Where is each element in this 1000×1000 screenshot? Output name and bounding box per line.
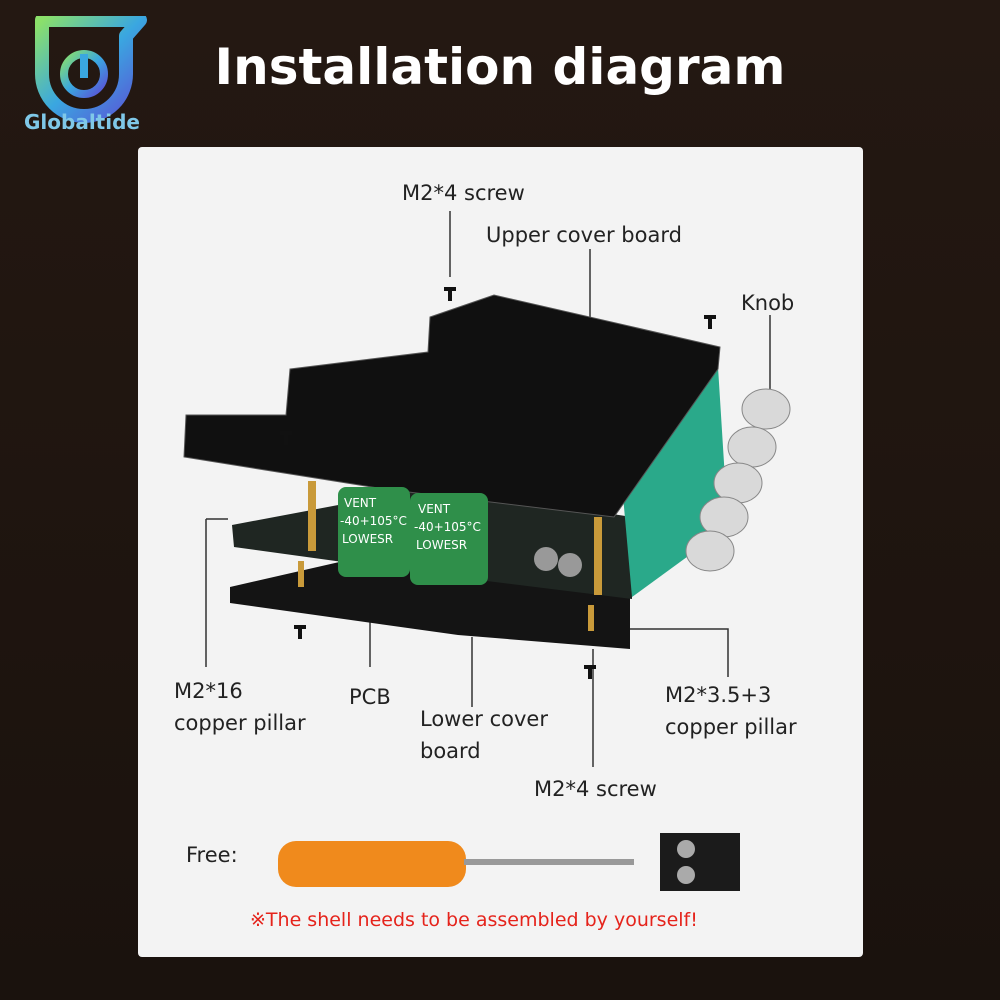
screwdriver (278, 841, 634, 887)
cap-temp-text: -40+105°C (340, 514, 407, 528)
cap2-lowesr-text: LOWESR (416, 538, 467, 552)
brand-logo-icon (35, 16, 147, 123)
warning-text: ※The shell needs to be assembled by your… (250, 909, 698, 931)
label-pcb: PCB (349, 685, 391, 709)
page-title: Installation diagram (214, 38, 786, 96)
label-pillar16-line1: M2*16 (174, 679, 243, 703)
cap2-temp-text: -40+105°C (414, 520, 481, 534)
screws (280, 287, 716, 679)
cap-lowesr-text: LOWESR (342, 532, 393, 546)
label-lower-cover-line1: Lower cover (420, 707, 548, 731)
label-knob: Knob (741, 291, 795, 315)
label-pillar35-line2: copper pillar (665, 715, 797, 739)
amplifier-board-illustration: VENT -40+105°C LOWESR VENT -40+105°C LOW… (183, 211, 791, 891)
label-pillar35-line1: M2*3.5+3 (665, 683, 772, 707)
copper-pillars (298, 481, 602, 631)
label-pillar16-line2: copper pillar (174, 711, 306, 735)
cap-vent-text: VENT (344, 496, 377, 510)
cap2-vent-text: VENT (418, 502, 451, 516)
capacitors: VENT -40+105°C LOWESR VENT -40+105°C LOW… (338, 487, 582, 585)
label-free: Free: (186, 843, 238, 867)
label-lower-cover-line2: board (420, 739, 481, 763)
upper-cover-board (184, 295, 720, 517)
brand-name: Globaltide (24, 110, 140, 134)
terminal-connector (660, 833, 740, 891)
label-upper-cover: Upper cover board (486, 223, 682, 247)
label-screw-top: M2*4 screw (402, 181, 525, 205)
diagram-panel: VENT -40+105°C LOWESR VENT -40+105°C LOW… (138, 147, 863, 957)
label-screw-bottom: M2*4 screw (534, 777, 657, 801)
knobs (685, 388, 791, 572)
